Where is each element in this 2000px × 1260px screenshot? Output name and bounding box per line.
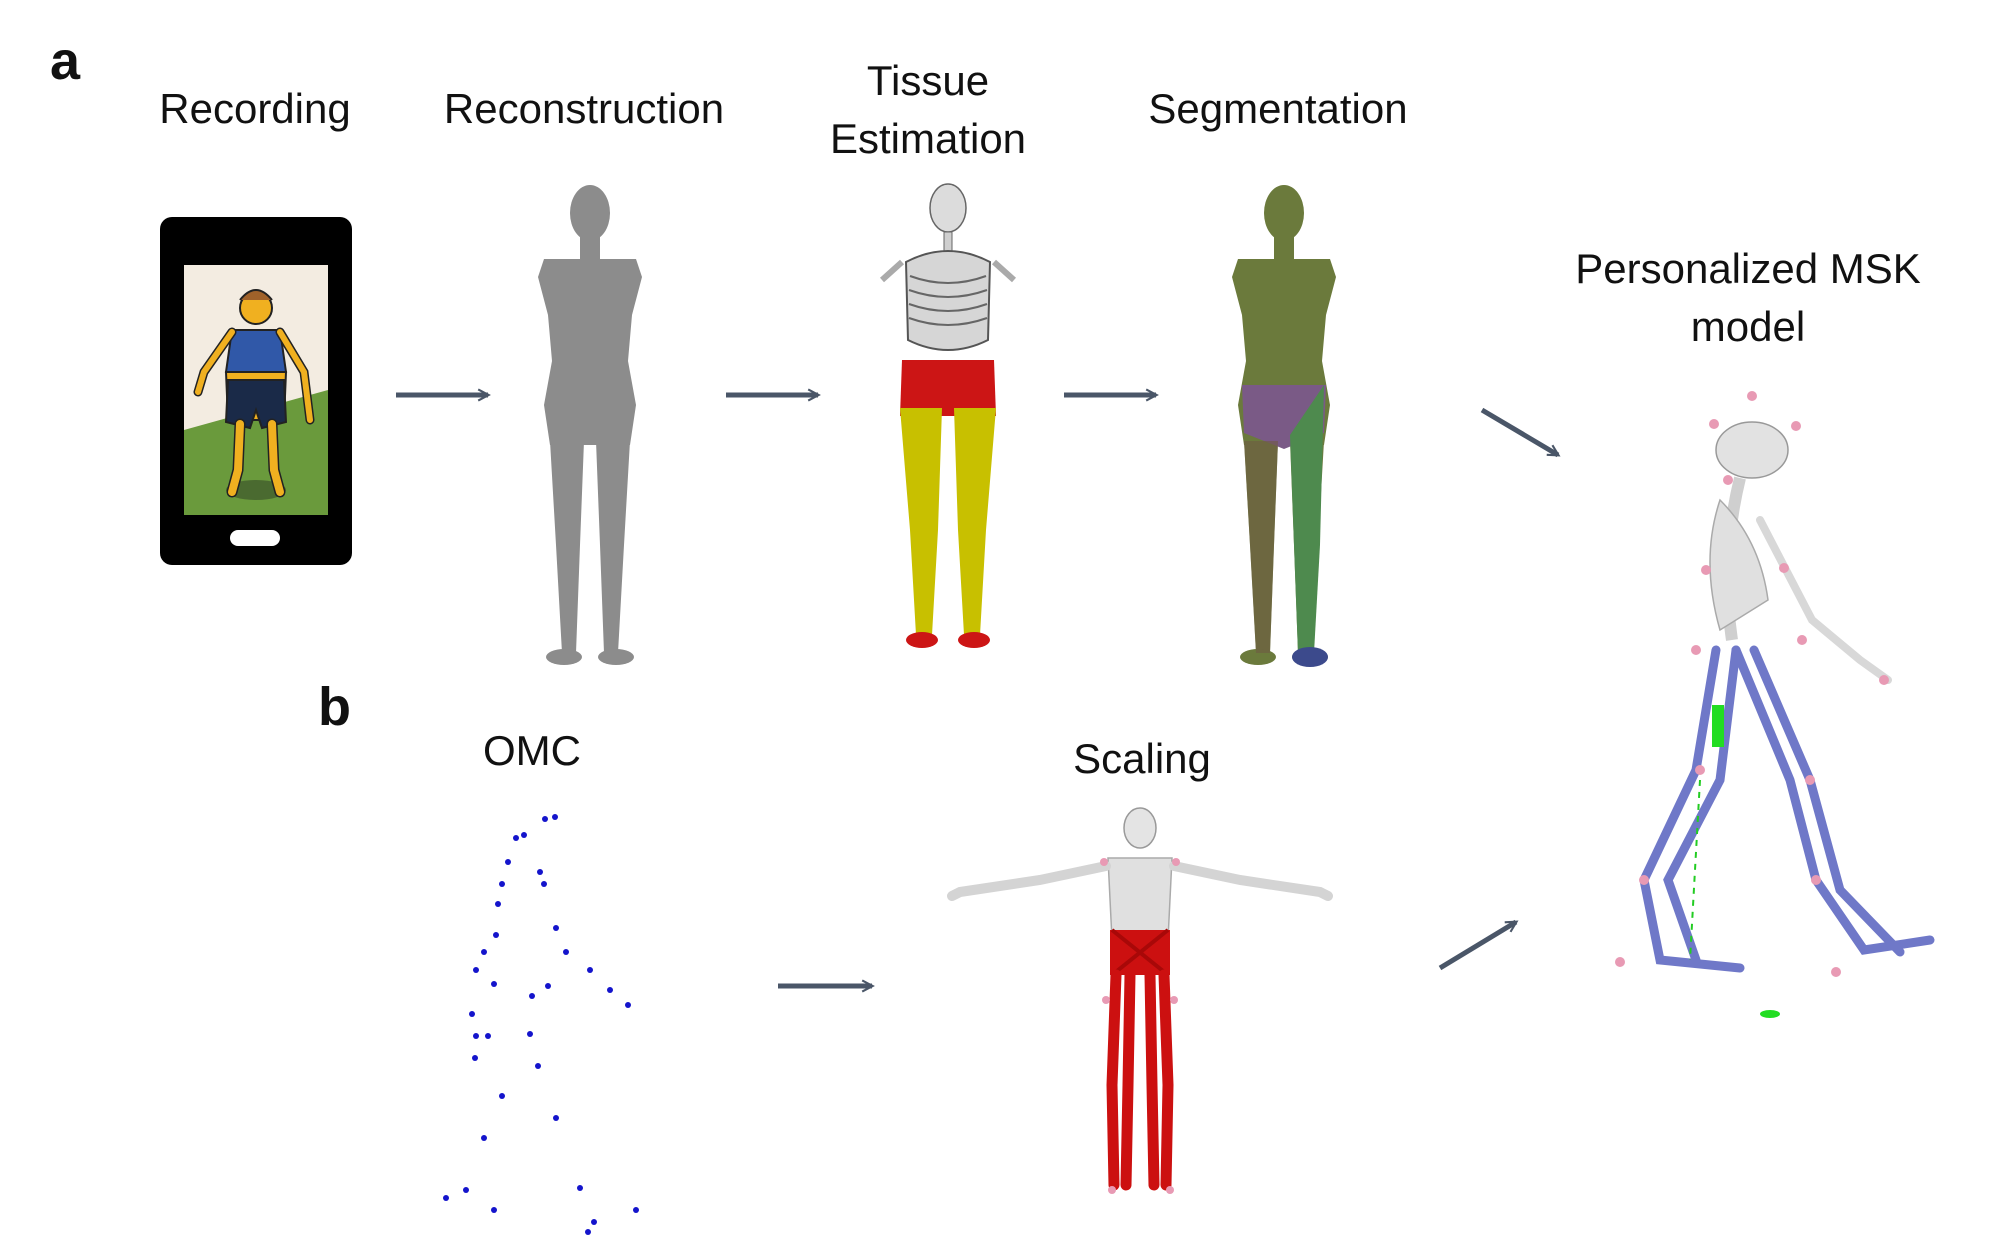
arrow-scaling-to-msk bbox=[1438, 919, 1516, 971]
segmentation-label: Segmentation bbox=[1148, 85, 1408, 132]
msk-label-line2: model bbox=[1690, 303, 1806, 350]
phone-recording-icon bbox=[160, 217, 352, 565]
reconstruction-mesh bbox=[538, 185, 642, 665]
msk-label-line1: Personalized MSK bbox=[1575, 245, 1921, 292]
msk-model-walking bbox=[1615, 391, 1935, 1018]
panel-b-label: b bbox=[318, 677, 351, 737]
panel-a-label: a bbox=[50, 31, 81, 91]
tissue-label-line1: Tissue bbox=[866, 57, 990, 104]
scaling-model-tpose bbox=[947, 807, 1333, 1194]
tissue-label-line2: Estimation bbox=[829, 115, 1027, 162]
tissue-estimation-label: Tissue Estimation bbox=[830, 52, 1026, 168]
recording-label: Recording bbox=[159, 85, 351, 132]
flow-arrows bbox=[396, 395, 1558, 986]
scaling-label: Scaling bbox=[1073, 735, 1211, 782]
tissue-estimation-model bbox=[879, 183, 1017, 648]
arrow-segmentation-to-msk bbox=[1480, 407, 1558, 458]
omc-marker-cloud bbox=[443, 814, 639, 1235]
omc-label: OMC bbox=[483, 727, 581, 774]
reconstruction-label: Reconstruction bbox=[443, 85, 725, 132]
segmentation-model bbox=[1232, 185, 1336, 667]
msk-model-label: Personalized MSK model bbox=[1575, 240, 1921, 356]
